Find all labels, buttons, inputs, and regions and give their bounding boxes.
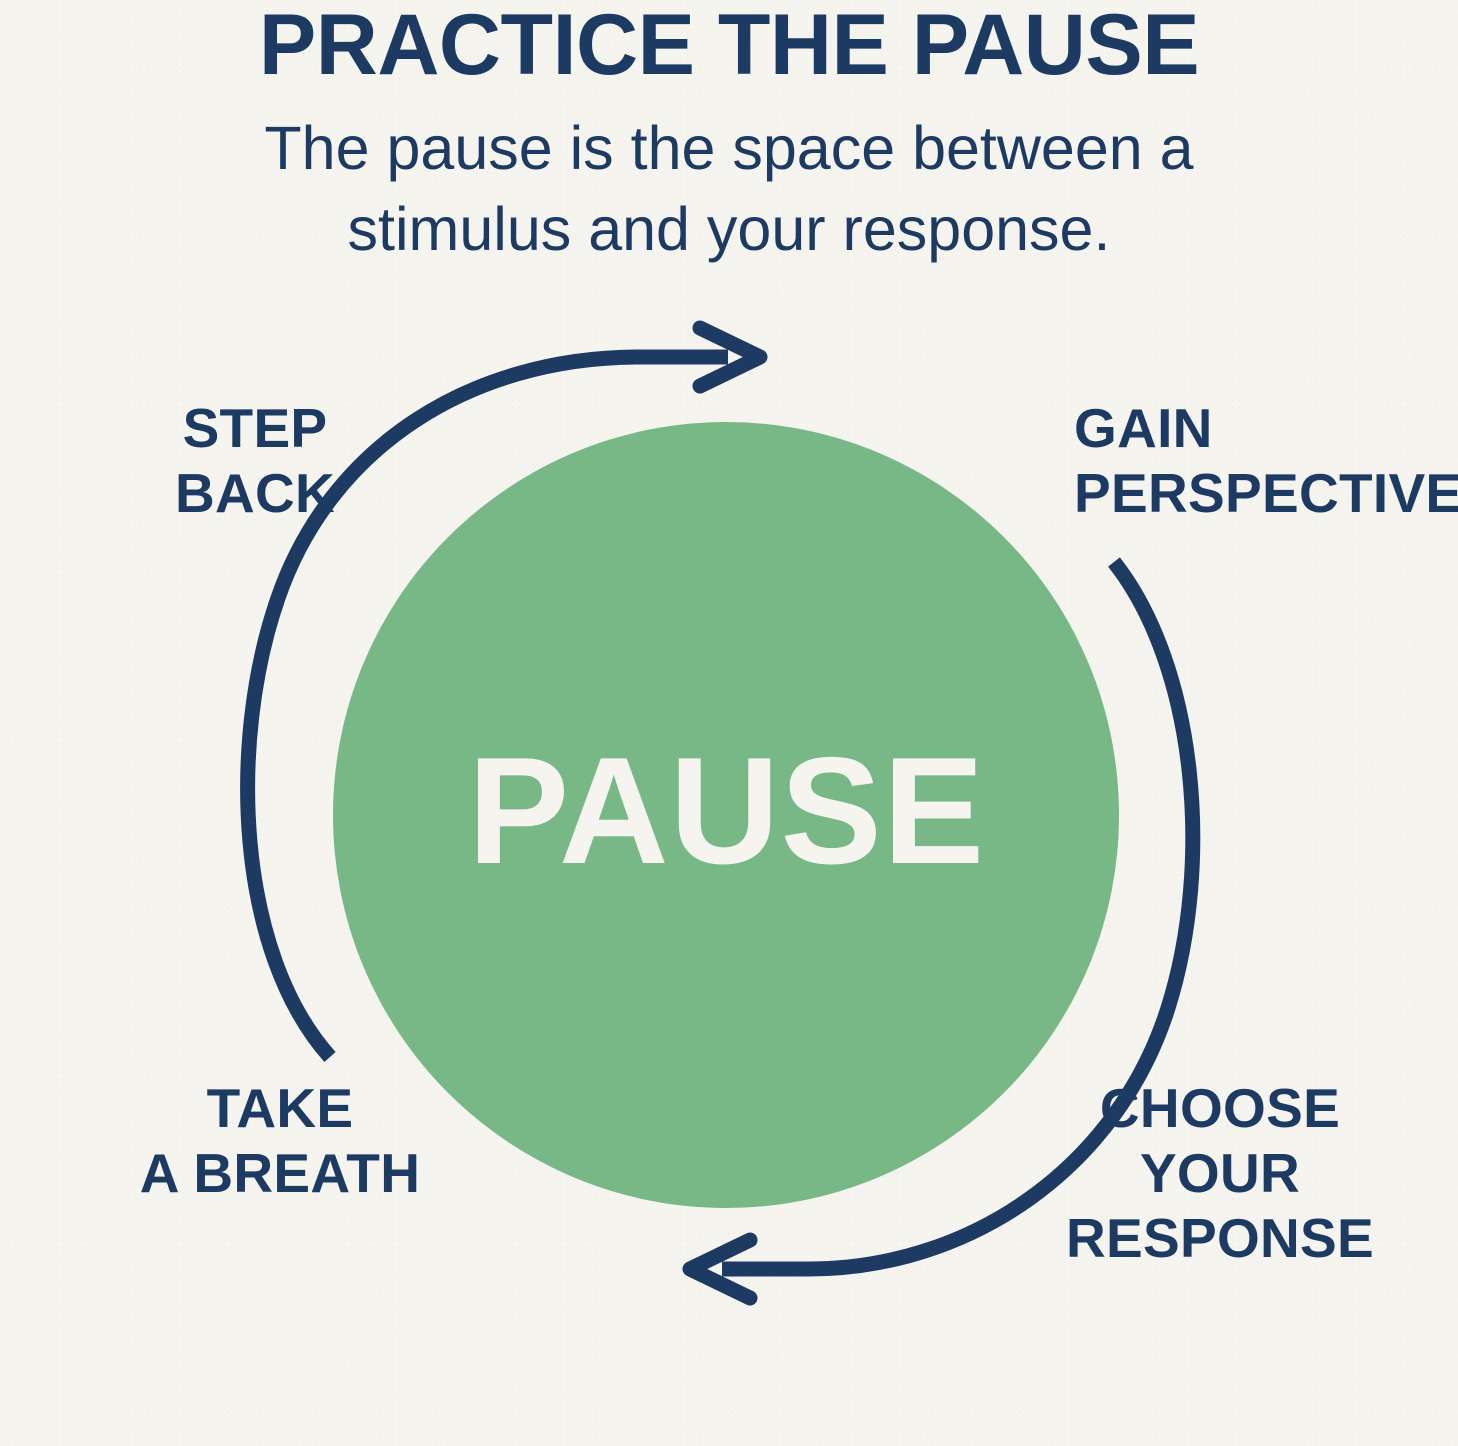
arrowhead-bottom xyxy=(682,1232,758,1306)
cycle-label-choose-your-response: CHOOSE YOUR RESPONSE xyxy=(1065,1077,1375,1269)
pause-circle xyxy=(333,422,1119,1208)
arc-upper-left xyxy=(240,349,728,1062)
page-subtitle: The pause is the space between a stimulu… xyxy=(264,114,1194,263)
page-title: PRACTICE THE PAUSE xyxy=(258,0,1200,93)
cycle-label-gain-perspective: GAIN PERSPECTIVE xyxy=(1074,397,1458,524)
arrowhead-top xyxy=(692,320,768,394)
cycle-label-take-a-breath: TAKE A BREATH xyxy=(139,1077,421,1204)
arc-lower-right xyxy=(722,557,1201,1277)
cycle-label-step-back: STEP BACK xyxy=(174,397,336,524)
